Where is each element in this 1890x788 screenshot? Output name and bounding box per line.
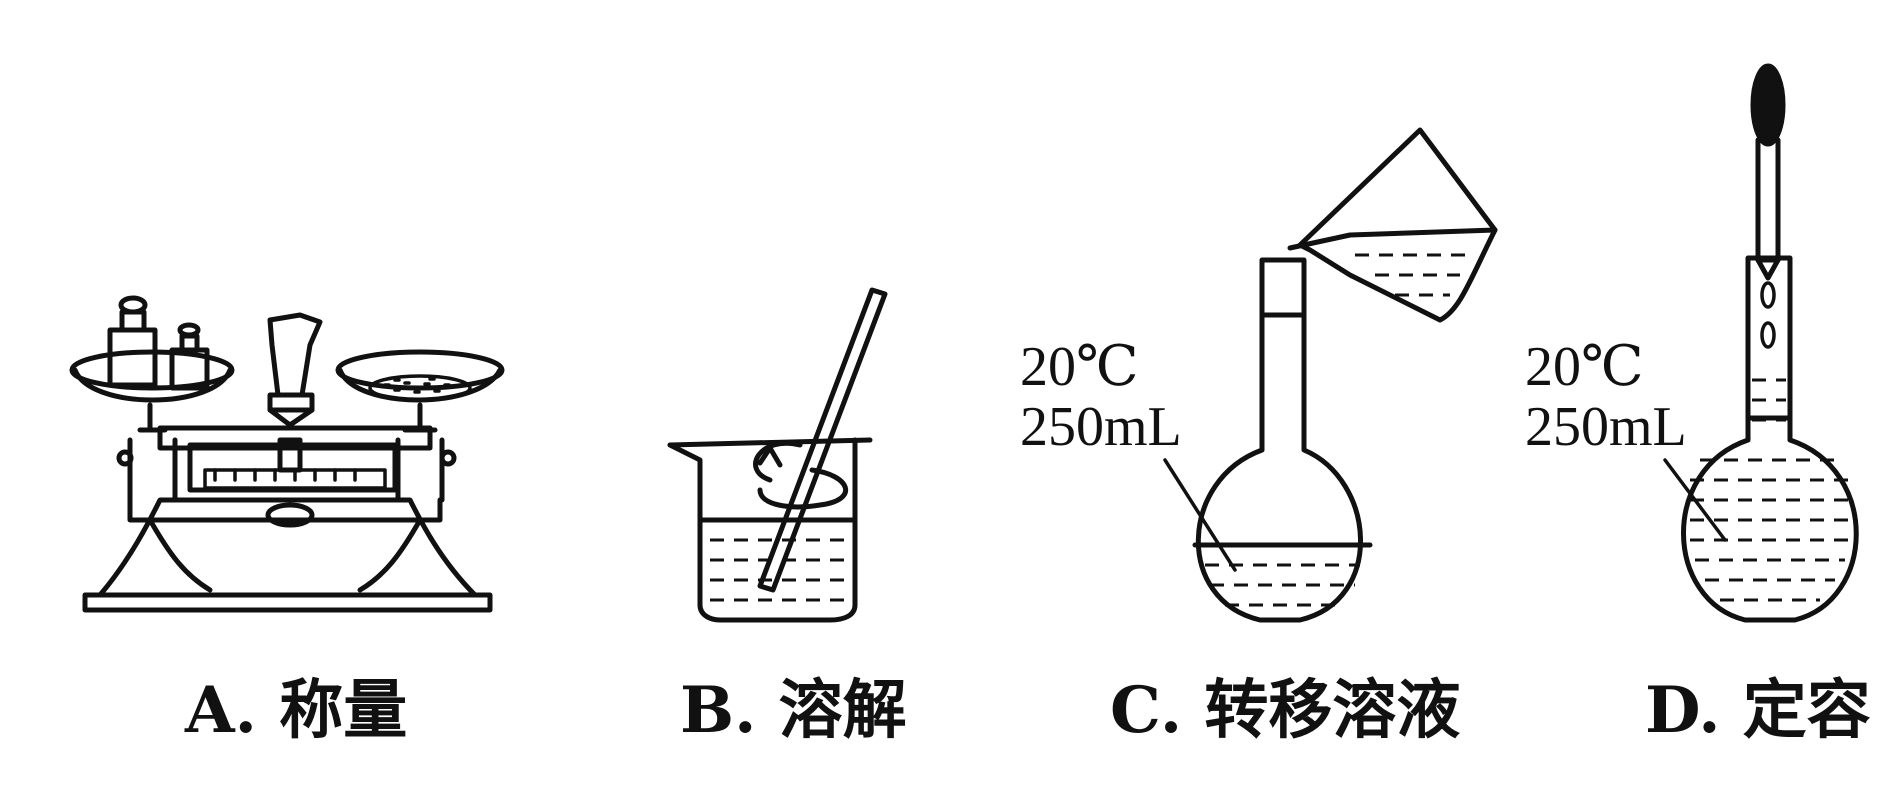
dropper-bulb [1750,63,1786,147]
caption-b: B. 溶解 [680,673,907,748]
volumetric-flask-transfer [1163,127,1498,623]
caption-a: A. 称量 [184,673,407,748]
balance [69,295,505,613]
caption-d: D. 定容 [1645,673,1871,748]
flask-temp-label-d: 20℃ [1525,336,1644,398]
flask-temp-label-c: 20℃ [1020,336,1139,398]
caption-c: C. 转移溶液 [1110,673,1460,748]
beaker-stirring [667,287,888,623]
volumetric-flask-dropper [1663,63,1859,623]
flask-volume-label-d: 250mL [1525,396,1687,458]
flask-volume-label-c: 250mL [1020,396,1182,458]
